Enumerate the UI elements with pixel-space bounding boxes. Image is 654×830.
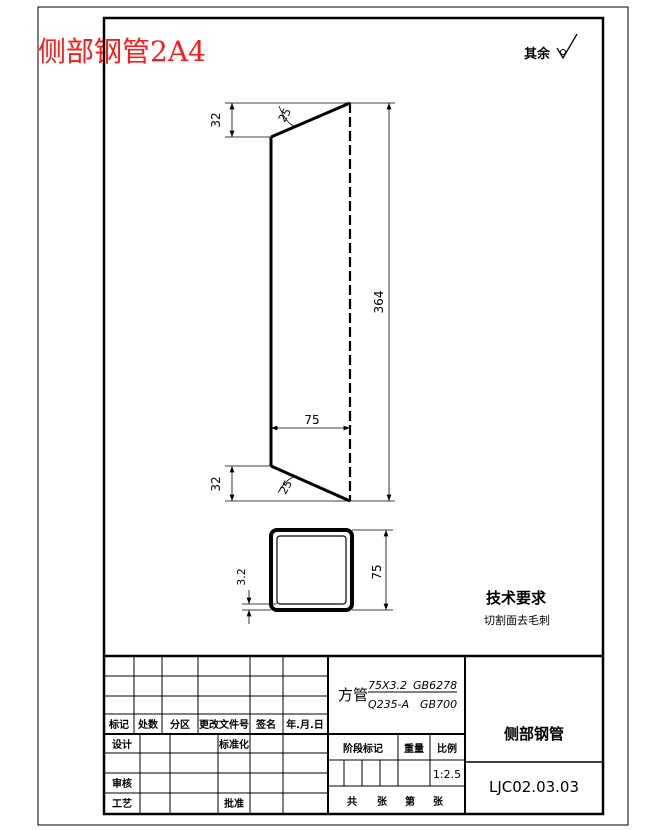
tb-header-signature: 签名 — [255, 718, 276, 731]
tb-header-approve: 批准 — [224, 797, 244, 810]
surface-note: 其余 — [524, 46, 551, 62]
tb-header-mark: 标记 — [108, 718, 129, 731]
tb-part-name: 侧部钢管 — [504, 725, 564, 743]
surface-roughness-icon — [556, 33, 578, 60]
section-dimension-lines — [242, 529, 393, 624]
title-block-lines — [104, 654, 603, 814]
tb-header-stage-mark: 阶段标记 — [343, 742, 383, 755]
dim-width: 75 — [304, 413, 319, 427]
tb-header-total: 共 — [347, 795, 357, 808]
tb-header-weight: 重量 — [404, 742, 424, 755]
dim-bottom-angle: 25 — [277, 478, 295, 497]
inner-frame — [102, 16, 605, 816]
tb-material-std1: GB6278 — [413, 679, 457, 692]
dimension-lines — [225, 102, 395, 502]
tb-header-review: 审核 — [112, 777, 132, 790]
tb-header-standardize: 标准化 — [218, 738, 249, 751]
tb-scale-value: 1:2.5 — [433, 768, 461, 781]
tb-header-sheet-no: 第 — [405, 795, 415, 808]
part-cross-section — [269, 528, 354, 612]
tb-material-type: 方管 — [338, 686, 368, 704]
tb-drawing-number: LJC02.03.03 — [489, 778, 579, 796]
dim-bottom-offset: 32 — [209, 476, 223, 491]
tb-header-date: 年.月.日 — [286, 718, 324, 731]
tb-header-zone: 分区 — [170, 718, 190, 731]
tb-header-sheet-unit: 张 — [433, 795, 444, 808]
tech-requirements-title: 技术要求 — [486, 589, 547, 607]
dim-top-angle: 25 — [276, 106, 294, 125]
tb-material-std2: GB700 — [420, 698, 457, 711]
tech-requirements-item: 切割面去毛刺 — [484, 613, 550, 627]
dim-section-size: 75 — [370, 564, 384, 579]
tb-header-change-doc: 更改文件号 — [199, 718, 249, 731]
tb-header-process: 工艺 — [112, 797, 132, 810]
tb-header-count: 处数 — [137, 718, 159, 731]
tb-header-scale: 比例 — [437, 742, 457, 755]
dim-top-offset: 32 — [209, 112, 223, 127]
tb-material-spec2: Q235-A — [368, 698, 409, 711]
drawing-title: 侧部钢管2A4 — [38, 35, 206, 68]
dim-wall-thickness: 3.2 — [235, 568, 248, 586]
tb-material-spec1: 75X3.2 — [368, 679, 407, 692]
tb-header-design: 设计 — [112, 738, 132, 751]
tb-header-sheets: 张 — [377, 795, 388, 808]
outer-border — [37, 6, 629, 826]
dim-length: 364 — [372, 291, 386, 314]
part-side-view — [269, 101, 352, 503]
